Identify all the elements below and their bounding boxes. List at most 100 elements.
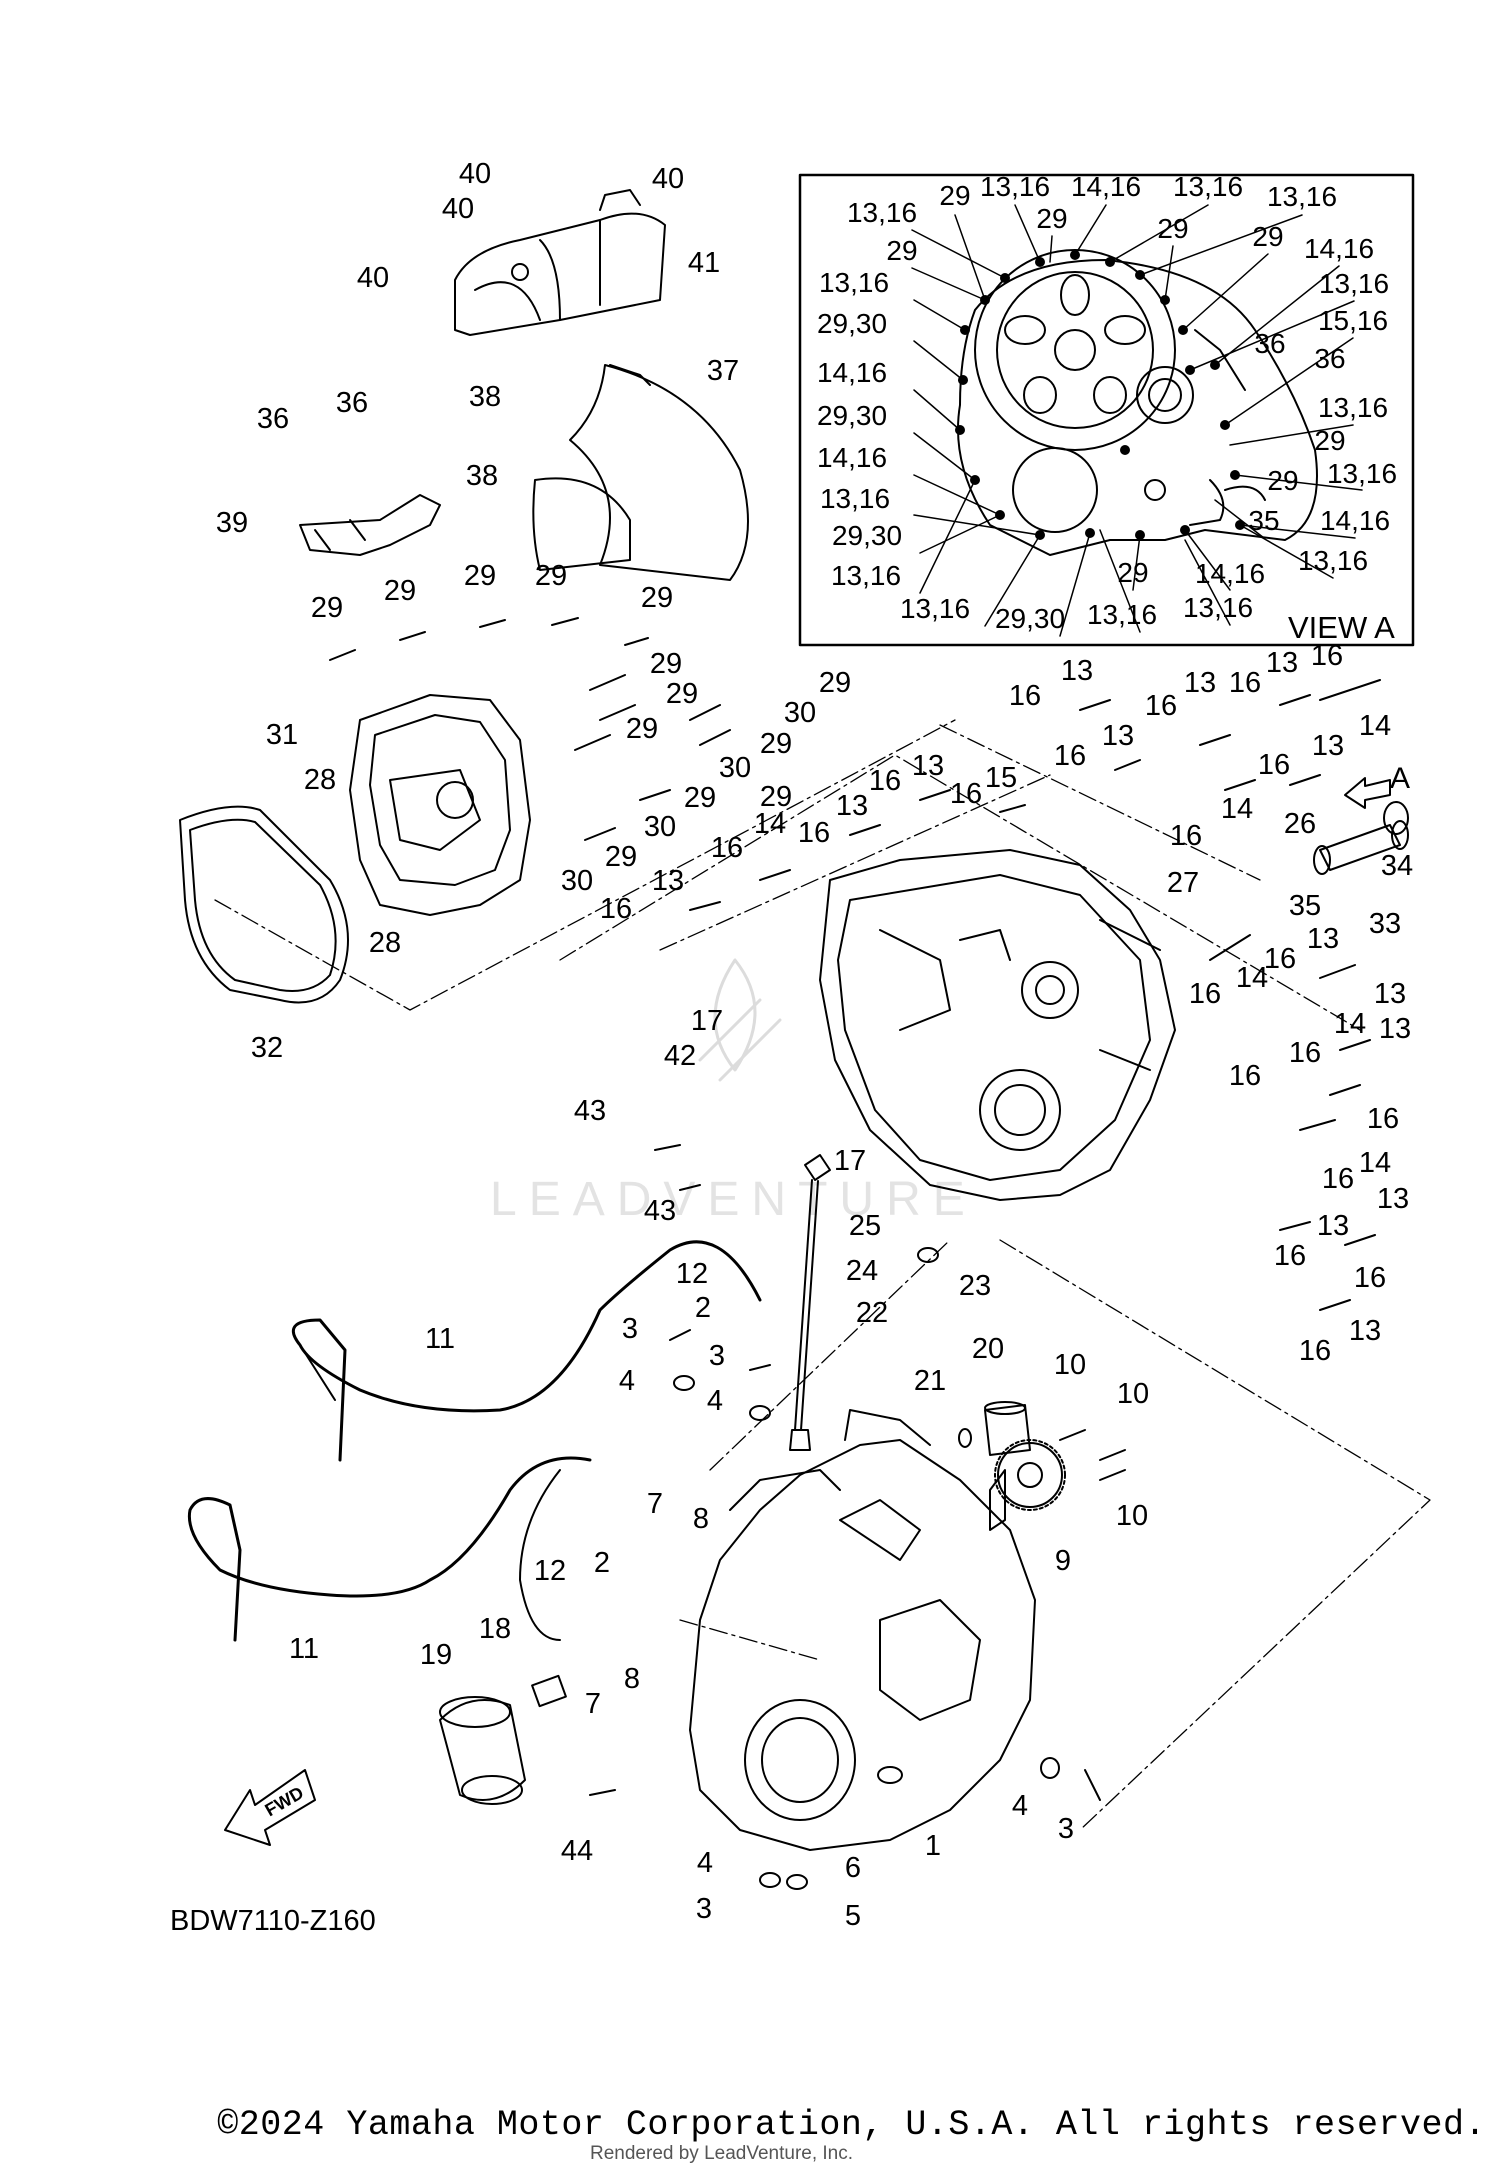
part-callout: 13,16 <box>1173 171 1243 202</box>
part-callout: 16 <box>1264 943 1296 975</box>
fwd-arrow-icon <box>224 1769 316 1846</box>
view-a-cover-drawing <box>957 249 1318 556</box>
part-callout: 10 <box>1054 1349 1086 1381</box>
part-callout: 44 <box>561 1835 593 1867</box>
part-callout: 29 <box>464 560 496 592</box>
part-callout: 29 <box>760 728 792 760</box>
view-a-label: VIEW A <box>1288 610 1395 645</box>
part-callout: 3 <box>622 1313 638 1345</box>
part-callout: 3 <box>1058 1813 1074 1845</box>
part-callout: 29 <box>1314 425 1345 456</box>
part-callout: 13 <box>836 790 868 822</box>
part-callout: 29 <box>939 180 970 211</box>
part-callout: 36 <box>336 387 368 419</box>
part-callout: 14,16 <box>817 442 887 473</box>
part-callout: 16 <box>1009 680 1041 712</box>
part-callout: 15,16 <box>1318 305 1388 336</box>
part-callout: 29 <box>684 782 716 814</box>
part-callout: 30 <box>784 697 816 729</box>
part-callout: 13,16 <box>1298 545 1368 576</box>
part-callout: 13,16 <box>847 197 917 228</box>
part-callout: 43 <box>644 1195 676 1227</box>
part-callout: 13,16 <box>819 267 889 298</box>
part-callout: 9 <box>1055 1545 1071 1577</box>
part-callout: 29 <box>311 592 343 624</box>
part-callout: 13 <box>1377 1183 1409 1215</box>
part-callout: 8 <box>624 1663 640 1695</box>
part-callout: 5 <box>845 1900 861 1932</box>
part-18-fitting <box>531 1674 567 1708</box>
part-callout: 31 <box>266 719 298 751</box>
part-callout: 35 <box>1289 890 1321 922</box>
bolts-and-fasteners <box>329 617 1381 1801</box>
part-22-dipstick <box>789 1154 831 1451</box>
part-callout: 13,16 <box>980 171 1050 202</box>
part-33-pipe <box>1313 820 1409 875</box>
part-callout: 18 <box>479 1613 511 1645</box>
part-callout: 27 <box>1167 867 1199 899</box>
part-callout: 29 <box>1267 465 1298 496</box>
part-callout: 13 <box>1307 923 1339 955</box>
part-callout: 22 <box>856 1297 888 1329</box>
part-callout: 3 <box>696 1893 712 1925</box>
part-37-belt-cover <box>532 364 749 581</box>
part-callout: 13 <box>912 750 944 782</box>
assembly-guide-lines <box>214 719 1431 1831</box>
rendered-by: Rendered by LeadVenture, Inc. <box>590 2143 854 2164</box>
part-callout: 29 <box>384 575 416 607</box>
part-callout: 13 <box>1349 1315 1381 1347</box>
part-callout: 16 <box>1367 1103 1399 1135</box>
part-callout: 13,16 <box>1087 599 1157 630</box>
part-callout: 29 <box>626 713 658 745</box>
part-callout: 13,16 <box>1318 392 1388 423</box>
view-a-bolt-dots <box>955 250 1245 540</box>
part-callout: 14,16 <box>1071 171 1141 202</box>
part-callout: 40 <box>652 163 684 195</box>
part-callout: 16 <box>1189 978 1221 1010</box>
part-20-strainer <box>984 1401 1031 1456</box>
part-callout: 14 <box>1359 1147 1391 1179</box>
part-callout: 4 <box>1012 1790 1028 1822</box>
part-callout: 40 <box>459 158 491 190</box>
part-callout: 14 <box>1221 793 1253 825</box>
part-callout: 11 <box>289 1633 319 1665</box>
part-callout: 34 <box>1381 850 1413 882</box>
part-callout: 29 <box>760 781 792 813</box>
part-callout: 13 <box>1379 1013 1411 1045</box>
part-callout: 13,16 <box>1327 458 1397 489</box>
part-1-crankcase-left <box>689 1409 1036 1851</box>
part-callout: 13 <box>1317 1210 1349 1242</box>
part-39-bracket <box>299 494 441 556</box>
part-callout: 14,16 <box>817 357 887 388</box>
part-callout: 13 <box>1061 655 1093 687</box>
part-callout: 17 <box>834 1145 866 1177</box>
part-callout: 16 <box>1229 1060 1261 1092</box>
part-callout: 16 <box>1145 690 1177 722</box>
part-callout: 14 <box>1359 710 1391 742</box>
part-callout: 30 <box>561 865 593 897</box>
part-callout: 29 <box>819 667 851 699</box>
part-callout: 29 <box>650 648 682 680</box>
part-callout: 6 <box>845 1852 861 1884</box>
part-callout: 28 <box>304 764 336 796</box>
part-callout: 16 <box>950 778 982 810</box>
part-callout: 13,16 <box>1183 592 1253 623</box>
part-callout: 36 <box>1314 343 1345 374</box>
part-callout: 40 <box>442 193 474 225</box>
part-callout: 16 <box>1258 749 1290 781</box>
part-callout: 1 <box>925 1830 941 1862</box>
part-callout: 29,30 <box>817 308 887 339</box>
part-callout: 39 <box>216 507 248 539</box>
part-callout: 16 <box>1229 667 1261 699</box>
part-callout: 2 <box>594 1547 610 1579</box>
part-callout: 14 <box>1236 962 1268 994</box>
part-callout: 16 <box>1354 1262 1386 1294</box>
part-callout: 14,16 <box>1320 505 1390 536</box>
part-callout: 37 <box>707 355 739 387</box>
view-a-leader-lines <box>911 204 1363 637</box>
part-callout: 16 <box>711 832 743 864</box>
part-callout: 25 <box>849 1210 881 1242</box>
part-19-oil-filter <box>439 1696 526 1805</box>
